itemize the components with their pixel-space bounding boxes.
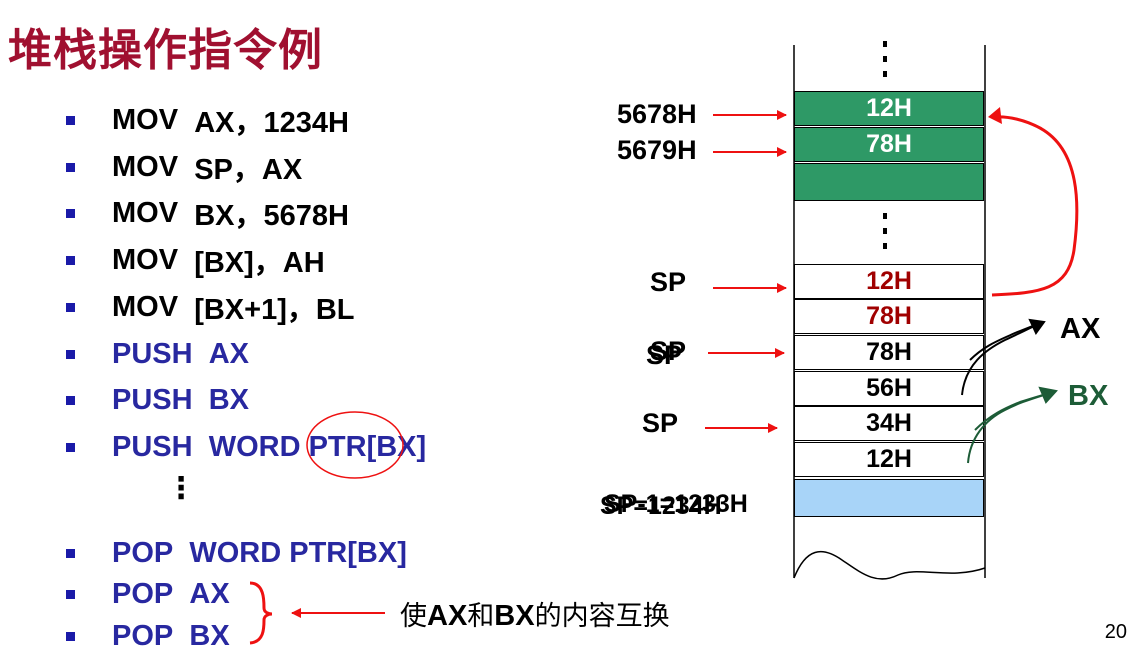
list-item: PUSH BX: [66, 381, 249, 419]
stack-cell: 12H: [794, 264, 984, 299]
swap-note-bx: BX: [494, 600, 535, 632]
opcode: POP: [112, 536, 174, 569]
memory-cell: [794, 163, 984, 201]
operands: BX: [189, 619, 230, 652]
sp-decrement-label: SP-1=1233H: [604, 490, 748, 518]
sp-label: SP: [650, 267, 687, 297]
list-item: MOV AX，1234H: [66, 101, 349, 139]
opcode: PUSH: [112, 430, 193, 463]
list-item: MOV [BX+1]，BL: [66, 288, 355, 326]
opcode: PUSH: [112, 337, 193, 370]
opcode: MOV: [112, 196, 179, 229]
bullet-icon: [66, 395, 75, 405]
bullet-icon: [66, 631, 75, 641]
opcode: MOV: [112, 243, 179, 276]
list-item: PUSH AX: [66, 335, 249, 373]
page-title: 堆栈操作指令例: [8, 25, 323, 76]
list-item: POP AX: [66, 575, 230, 613]
list-item: PUSH WORD PTR[BX]: [66, 428, 426, 466]
bullet-icon: [66, 548, 75, 558]
sp-initial-label: SP=1234H: [600, 492, 722, 520]
arrow-to-bx: [967, 386, 1058, 464]
list-item: POP BX: [66, 617, 230, 655]
stack-cell: 78H: [794, 335, 984, 370]
operands: [BX+1]，BL: [194, 294, 355, 326]
operands: AX: [208, 337, 249, 370]
sp-label: SP: [642, 408, 679, 438]
bullet-icon: [66, 208, 75, 218]
opcode: MOV: [112, 103, 179, 136]
operands: [BX]，AH: [194, 247, 325, 279]
arrow-to-ax: [961, 318, 1046, 396]
stack-cell: 56H: [794, 371, 984, 406]
highlight-circle: [306, 411, 404, 479]
opcode: POP: [112, 619, 174, 652]
opcode: MOV: [112, 150, 179, 183]
list-item: POP WORD PTR[BX]: [66, 534, 407, 572]
arrow-pop-curve: [991, 115, 1079, 297]
memory-cell-5679: 78H: [794, 127, 984, 162]
swap-note-pre: 使: [400, 601, 427, 632]
brace-icon: [249, 581, 273, 645]
operands: WORD PTR[BX]: [189, 536, 407, 569]
address-label: 5678H: [617, 99, 697, 129]
operands: SP，AX: [194, 154, 303, 186]
stack-cell: 78H: [794, 299, 984, 334]
operands: WORD PTR[BX]: [208, 430, 427, 463]
operands: AX: [189, 577, 230, 610]
bx-register-label: BX: [1068, 380, 1109, 412]
bullet-icon: [66, 302, 75, 312]
bullet-icon: [66, 162, 75, 172]
list-item: MOV BX，5678H: [66, 194, 349, 232]
bullet-icon: [66, 349, 75, 359]
bullet-icon: [66, 589, 75, 599]
operands: BX: [208, 383, 249, 416]
opcode: POP: [112, 577, 174, 610]
opcode: PUSH: [112, 383, 193, 416]
swap-note-mid: 和: [467, 601, 495, 632]
sp-label: SP: [650, 336, 687, 366]
address-label: 5679H: [617, 135, 697, 165]
sp-label-overlay: SP: [646, 340, 683, 370]
swap-note-post: 的内容互换: [534, 601, 670, 632]
bullet-icon: [66, 115, 75, 125]
ax-register-label: AX: [1060, 313, 1101, 345]
bullet-icon: [66, 255, 75, 265]
bullet-icon: [66, 442, 75, 452]
swap-note: 使AX和BX的内容互换: [400, 594, 670, 633]
list-item: MOV [BX]，AH: [66, 241, 325, 279]
memory-cell-5678: 12H: [794, 91, 984, 126]
operands: BX，5678H: [194, 200, 349, 232]
stack-top-cell: [794, 479, 984, 517]
list-item: MOV SP，AX: [66, 148, 302, 186]
swap-note-ax: AX: [427, 600, 468, 632]
operands: AX，1234H: [194, 107, 349, 139]
opcode: MOV: [112, 290, 179, 323]
page-number: 20: [1104, 621, 1127, 643]
stack-cell: 12H: [794, 442, 984, 477]
